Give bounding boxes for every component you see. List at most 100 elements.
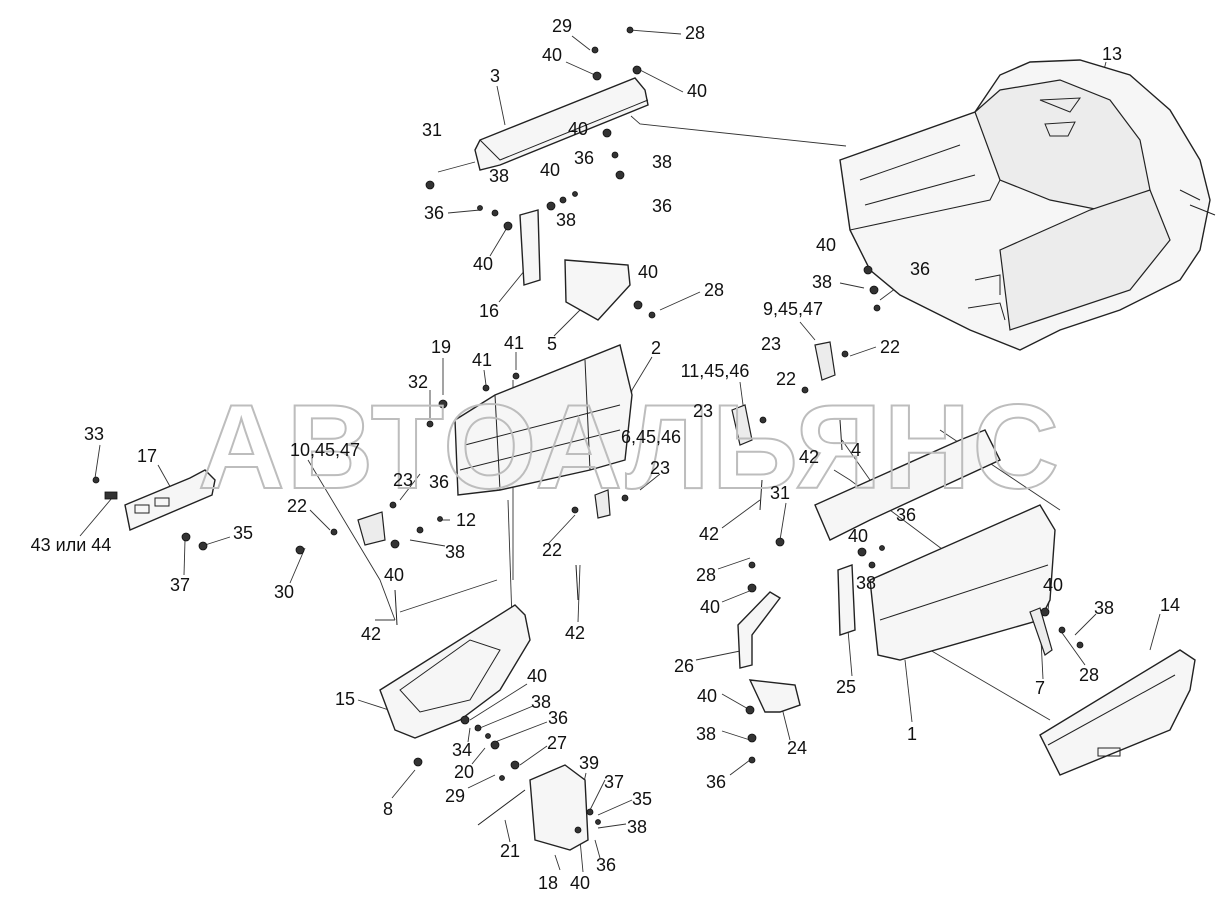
callout-label-c3: 3 bbox=[490, 66, 500, 86]
callout-label-c94547: 9,45,47 bbox=[763, 299, 823, 319]
callout-label-c40k: 40 bbox=[700, 597, 720, 617]
part-14-rear-panel bbox=[1039, 649, 1196, 776]
callout-label-c42c: 42 bbox=[361, 624, 381, 644]
callout-label-c40h: 40 bbox=[848, 526, 868, 546]
callout-label-c14: 14 bbox=[1160, 595, 1180, 615]
callout-label-c40d: 40 bbox=[540, 160, 560, 180]
callout-label-c37b: 37 bbox=[604, 772, 624, 792]
callout-label-c40j: 40 bbox=[1043, 575, 1063, 595]
part-5-plate bbox=[564, 259, 631, 321]
part-13-cab-shell bbox=[839, 59, 1216, 351]
callout-label-c40g: 40 bbox=[638, 262, 658, 282]
callout-label-c22b: 22 bbox=[776, 369, 796, 389]
callout-label-c23d: 23 bbox=[393, 470, 413, 490]
callout-label-c38a: 38 bbox=[652, 152, 672, 172]
callout-label-c40n: 40 bbox=[570, 873, 590, 893]
callout-label-c37a: 37 bbox=[170, 575, 190, 595]
callout-label-c28c: 28 bbox=[696, 565, 716, 585]
callout-label-c21: 21 bbox=[500, 841, 520, 861]
callout-label-c40a: 40 bbox=[542, 45, 562, 65]
callout-label-c40i: 40 bbox=[384, 565, 404, 585]
callout-label-c23a: 23 bbox=[761, 334, 781, 354]
callout-label-c41a: 41 bbox=[504, 333, 524, 353]
callout-label-c23b: 23 bbox=[693, 401, 713, 421]
callout-label-c17: 17 bbox=[137, 446, 157, 466]
callout-label-c26: 26 bbox=[674, 656, 694, 676]
callout-label-c25: 25 bbox=[836, 677, 856, 697]
part-1-fender bbox=[814, 429, 1056, 661]
callout-label-c31b: 31 bbox=[770, 483, 790, 503]
part-24-bracket bbox=[748, 679, 801, 713]
callout-label-c40b: 40 bbox=[687, 81, 707, 101]
mounting-brackets bbox=[357, 341, 1053, 656]
callout-label-c40f: 40 bbox=[473, 254, 493, 274]
callout-label-c24: 24 bbox=[787, 738, 807, 758]
part-18-mud-flap bbox=[529, 764, 589, 851]
callout-label-c22c: 22 bbox=[287, 496, 307, 516]
callout-label-c38e: 38 bbox=[445, 542, 465, 562]
callout-label-c32: 32 bbox=[408, 372, 428, 392]
callout-label-c36e: 36 bbox=[429, 472, 449, 492]
callout-label-c64546: 6,45,46 bbox=[621, 427, 681, 447]
callout-label-c39: 39 bbox=[579, 753, 599, 773]
part-3-upper-trim bbox=[474, 77, 649, 171]
callout-label-c19: 19 bbox=[431, 337, 451, 357]
callout-label-c29a: 29 bbox=[552, 16, 572, 36]
callout-label-c36b: 36 bbox=[652, 196, 672, 216]
callout-label-c1: 1 bbox=[907, 724, 917, 744]
callout-label-c23c: 23 bbox=[650, 458, 670, 478]
callout-label-c40c: 40 bbox=[568, 119, 588, 139]
watermark-text: АВТОАЛЬЯНС bbox=[198, 380, 1061, 514]
fasteners bbox=[92, 26, 1084, 834]
callout-label-c114546: 11,45,46 bbox=[681, 361, 750, 381]
callout-label-c36d: 36 bbox=[910, 259, 930, 279]
part-16-bracket bbox=[519, 209, 541, 286]
callout-label-c38c: 38 bbox=[556, 210, 576, 230]
callout-label-c36a: 36 bbox=[574, 148, 594, 168]
callout-label-c36c: 36 bbox=[424, 203, 444, 223]
callout-label-c8: 8 bbox=[383, 799, 393, 819]
callout-label-c12: 12 bbox=[456, 510, 476, 530]
callout-label-c4344: 43 или 44 bbox=[31, 535, 112, 555]
callout-label-c31a: 31 bbox=[422, 120, 442, 140]
part-26-support bbox=[737, 591, 782, 669]
part-25-bracket bbox=[837, 564, 856, 636]
callout-label-c42b: 42 bbox=[699, 524, 719, 544]
callout-label-c36g: 36 bbox=[548, 708, 568, 728]
callout-label-c20: 20 bbox=[454, 762, 474, 782]
callout-label-c18: 18 bbox=[538, 873, 558, 893]
callout-label-c28b: 28 bbox=[704, 280, 724, 300]
callout-label-c38b: 38 bbox=[489, 166, 509, 186]
callout-label-c42d: 42 bbox=[565, 623, 585, 643]
callout-label-c22d: 22 bbox=[542, 540, 562, 560]
callout-label-c28a: 28 bbox=[685, 23, 705, 43]
callout-label-c7: 7 bbox=[1035, 678, 1045, 698]
callout-label-c41b: 41 bbox=[472, 350, 492, 370]
callout-label-c35a: 35 bbox=[233, 523, 253, 543]
callout-label-c36i: 36 bbox=[596, 855, 616, 875]
callout-label-c27: 27 bbox=[547, 733, 567, 753]
callout-label-c36f: 36 bbox=[896, 505, 916, 525]
callout-label-c40l: 40 bbox=[527, 666, 547, 686]
callout-label-c33: 33 bbox=[84, 424, 104, 444]
callout-label-c40m: 40 bbox=[697, 686, 717, 706]
callout-label-c29b: 29 bbox=[445, 786, 465, 806]
callout-label-c40e: 40 bbox=[816, 235, 836, 255]
callout-label-c30: 30 bbox=[274, 582, 294, 602]
callout-label-c38f: 38 bbox=[856, 573, 876, 593]
callout-label-c34: 34 bbox=[452, 740, 472, 760]
callout-label-c15: 15 bbox=[335, 689, 355, 709]
rods bbox=[394, 419, 843, 826]
callout-label-c38h: 38 bbox=[531, 692, 551, 712]
callout-label-c2: 2 bbox=[651, 338, 661, 358]
callout-label-c28d: 28 bbox=[1079, 665, 1099, 685]
callout-label-c38g: 38 bbox=[1094, 598, 1114, 618]
part-2-side-panel bbox=[454, 344, 633, 496]
part-17-side-plate bbox=[124, 469, 216, 531]
callout-label-c38j: 38 bbox=[627, 817, 647, 837]
callout-label-c4: 4 bbox=[851, 440, 861, 460]
callout-label-c104547: 10,45,47 bbox=[290, 440, 360, 460]
callout-label-c42a: 42 bbox=[799, 447, 819, 467]
callout-label-c5: 5 bbox=[547, 334, 557, 354]
